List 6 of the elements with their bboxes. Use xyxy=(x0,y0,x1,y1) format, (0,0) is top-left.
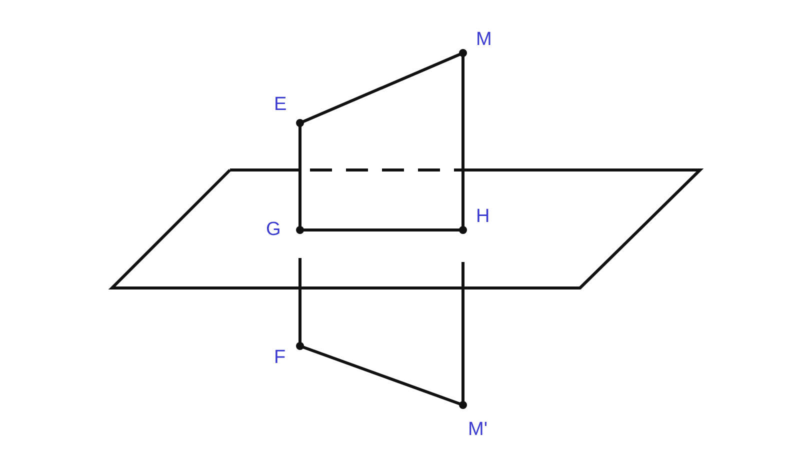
point-label: G xyxy=(266,220,281,240)
point-label: H xyxy=(476,207,490,227)
point-label: M' xyxy=(468,420,488,440)
point-label: E xyxy=(274,95,287,115)
point-label: F xyxy=(274,348,286,368)
point-label: M xyxy=(476,30,492,50)
